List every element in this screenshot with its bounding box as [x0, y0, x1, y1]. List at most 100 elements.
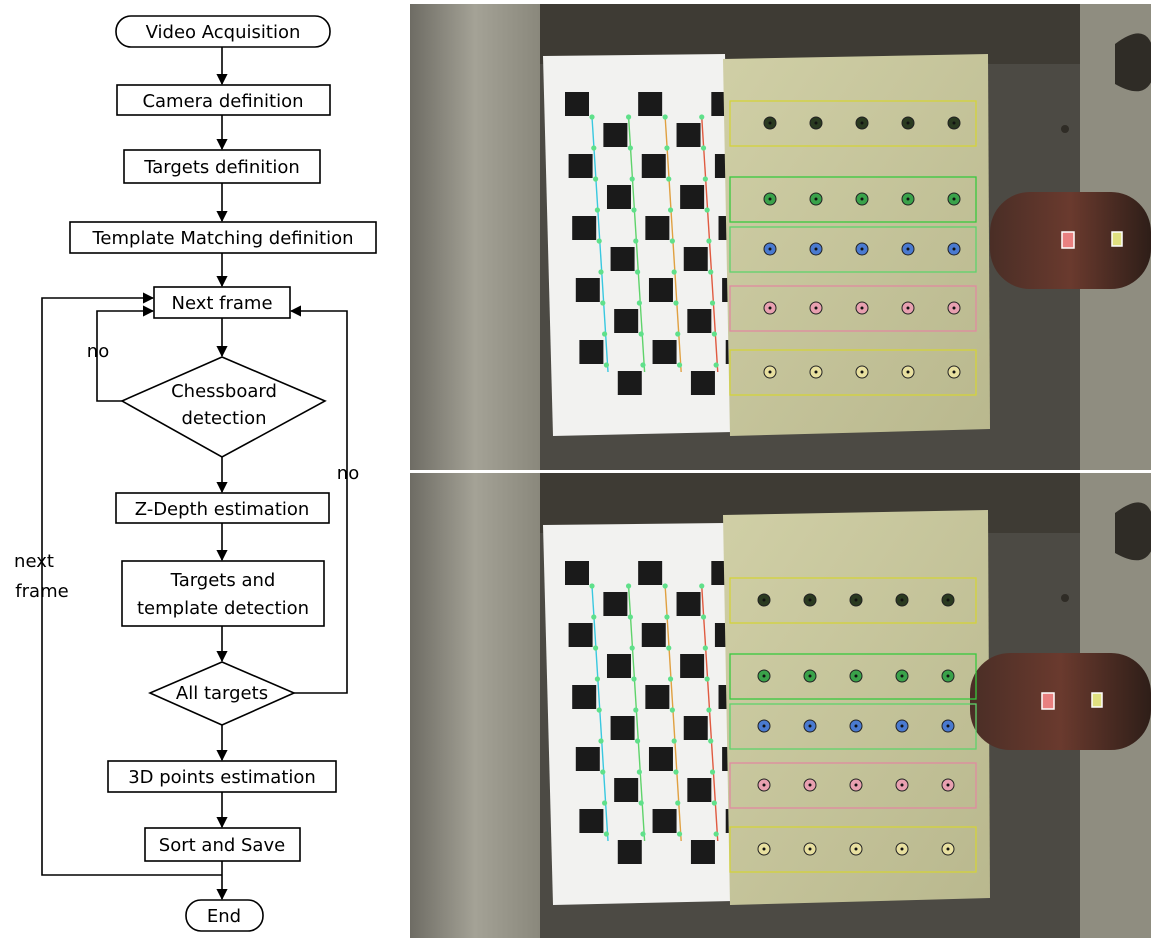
chessboard-square [610, 716, 635, 740]
chessboard-corner [600, 300, 606, 306]
chessboard-corner [603, 362, 610, 368]
chessboard-corner [699, 583, 705, 589]
chessboard-square [683, 716, 708, 740]
sort-save-label: Sort and Save [159, 835, 285, 856]
target-center [808, 783, 812, 787]
chessboard-square [638, 92, 663, 116]
chessboard-square [645, 685, 670, 709]
chessboard-corner [600, 769, 606, 775]
target-center [762, 674, 766, 678]
chessboard-label-2: detection [181, 408, 266, 429]
target-center [814, 247, 818, 251]
target-center [808, 847, 812, 851]
targets-template-box [121, 560, 325, 627]
chessboard-corner [640, 362, 646, 368]
target-center [906, 306, 910, 310]
chessboard-corner [676, 362, 683, 368]
finger-marker [1111, 231, 1123, 247]
chessboard-square [610, 247, 635, 271]
camera-frame-top [410, 4, 1151, 470]
chessboard-corner [667, 676, 674, 682]
chessboard-corner [627, 145, 633, 151]
target-center [946, 724, 950, 728]
targets-template-label-2: template detection [137, 598, 309, 619]
target-row-box [729, 285, 977, 332]
chessboard-square [614, 309, 639, 333]
chessboard-corner [636, 769, 642, 775]
all-targets-label: All targets [176, 683, 268, 704]
target-center [808, 598, 812, 602]
metal-rail [410, 4, 540, 470]
target-center [860, 197, 864, 201]
target-center [854, 598, 858, 602]
target-row-box [729, 703, 977, 750]
chessboard-square [676, 592, 701, 616]
chessboard-corner [673, 769, 679, 775]
points-3d-label: 3D points estimation [128, 767, 316, 788]
chessboard-square [690, 371, 715, 395]
target-center [900, 674, 904, 678]
target-center [952, 306, 956, 310]
chessboard-square [565, 92, 589, 116]
chessboard-corner [636, 300, 642, 306]
finger-marker [1091, 692, 1103, 708]
target-center [768, 247, 772, 251]
chessboard-corner [662, 583, 668, 589]
chessboard-corner [591, 145, 597, 151]
target-center [860, 247, 864, 251]
target-center [900, 598, 904, 602]
start-label: Video Acquisition [146, 22, 301, 43]
target-center [900, 783, 904, 787]
chessboard-square [641, 623, 666, 647]
chessboard-square [568, 154, 593, 178]
chessboard-square [579, 340, 604, 364]
chessboard-decision [120, 356, 327, 458]
target-center [808, 724, 812, 728]
chessboard-corner [629, 645, 635, 651]
target-center [906, 247, 910, 251]
target-row-box [729, 226, 977, 273]
target-center [768, 197, 772, 201]
next-frame-loop-label-1: next [14, 551, 54, 572]
chessboard-corner [676, 831, 683, 837]
target-center [900, 847, 904, 851]
chessboard-square [606, 185, 631, 209]
target-center [854, 847, 858, 851]
chessboard-corner [631, 207, 637, 213]
chessboard-corner [711, 800, 717, 806]
chessboard-corner [704, 676, 710, 682]
flowchart [41, 15, 377, 932]
loop-chessboard-no [96, 305, 155, 402]
target-center [854, 724, 858, 728]
target-center [854, 674, 858, 678]
chessboard-corner [591, 614, 597, 620]
chessboard-square [687, 778, 712, 802]
target-center [814, 197, 818, 201]
bracket-hole [1115, 502, 1151, 561]
target-center [808, 674, 812, 678]
target-center [906, 370, 910, 374]
target-row-box [729, 176, 977, 223]
chessboard-corner [589, 114, 595, 120]
chessboard-corner [638, 331, 644, 337]
chessboard-corner [593, 645, 599, 651]
start-terminal [115, 15, 331, 48]
chessboard-corner [669, 238, 675, 244]
chessboard-corner [711, 331, 717, 337]
finger-marker [1041, 692, 1055, 710]
target-center [906, 197, 910, 201]
chessboard-square [690, 840, 715, 864]
chessboard-corner [596, 238, 602, 244]
chessboard-square [568, 623, 593, 647]
target-center [762, 598, 766, 602]
metal-rail [410, 473, 540, 938]
camera-frame-bottom [410, 473, 1151, 938]
chessboard-corner [625, 583, 632, 589]
target-center [768, 370, 772, 374]
zdepth-label: Z-Depth estimation [135, 499, 310, 520]
flowchart-labels: Video Acquisition Camera definition Targ… [14, 22, 359, 927]
chessboard-square [606, 654, 631, 678]
chessboard-corner [598, 738, 604, 744]
target-center [952, 247, 956, 251]
